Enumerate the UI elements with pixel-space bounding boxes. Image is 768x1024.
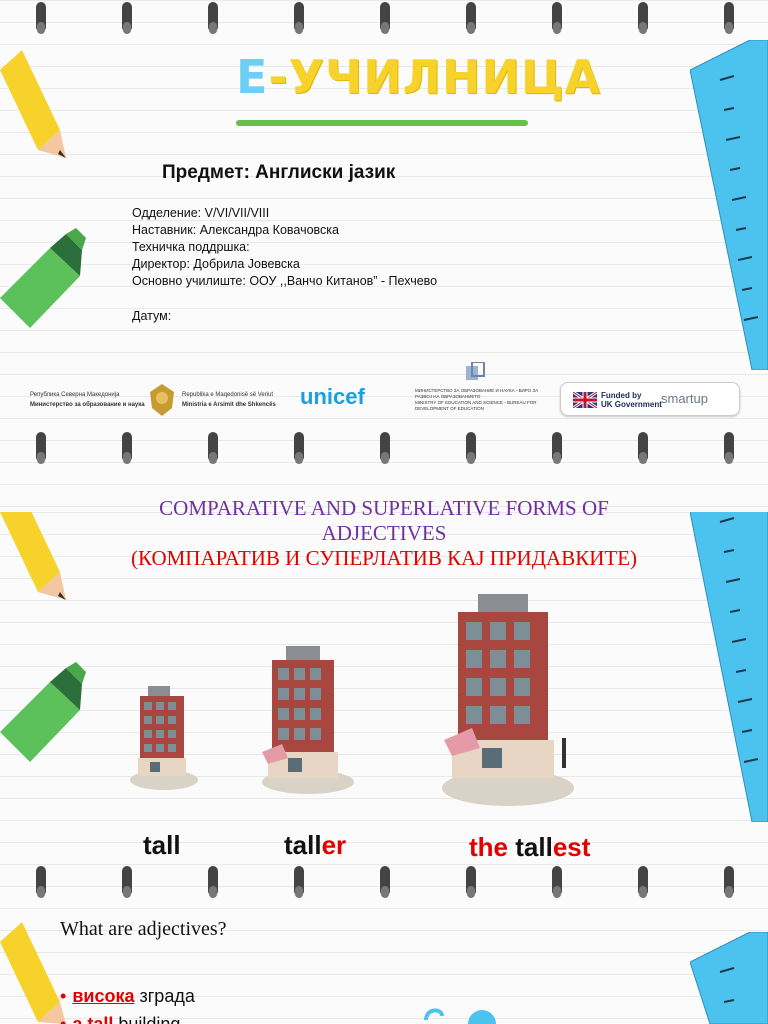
- word-taller-suffix: er: [321, 830, 347, 860]
- pencil-icon: [0, 922, 66, 1024]
- word-tallest-base: tall: [515, 832, 553, 862]
- bureau-text-en: MINISTRY OF EDUCATION AND SCIENCE - BURE…: [415, 400, 537, 411]
- notebook-ring-icon: [638, 866, 648, 898]
- notebook-rings-middle-2: [0, 866, 768, 906]
- notebook-ring-icon: [380, 432, 390, 464]
- notebook-ring-icon: [36, 2, 46, 34]
- uk-flag-icon: [573, 392, 597, 408]
- bullet-dot: •: [60, 1014, 67, 1024]
- lesson-title-mk: (КОМПАРАТИВ И СУПЕРЛАТИВ КАЈ ПРИДАВКИТЕ): [130, 546, 638, 570]
- notebook-ring-icon: [552, 432, 562, 464]
- bullet-dot: •: [60, 986, 67, 1006]
- notebook-ring-icon: [724, 866, 734, 898]
- info-teacher: Наставник: Александра Ковачовска: [132, 223, 339, 237]
- info-grade: Одделение: V/VI/VII/VIII: [132, 206, 270, 220]
- bullet-item-1: •висока зграда: [60, 986, 195, 1007]
- notebook-ring-icon: [294, 432, 304, 464]
- notebook-ring-icon: [294, 866, 304, 898]
- notebook-ring-icon: [36, 866, 46, 898]
- notebook-ring-icon: [294, 2, 304, 34]
- bullet-text: building: [118, 1014, 181, 1024]
- ministry-al-top: Republika e Maqedonisë së Veriut: [182, 392, 274, 398]
- ruler-icon: [690, 40, 768, 370]
- logo-text: -УЧИЛНИЦА: [268, 50, 602, 104]
- ruler-icon: [690, 932, 768, 1024]
- bullet-highlight: висока: [72, 986, 135, 1006]
- info-tech-support: Техничка поддршка:: [132, 240, 250, 254]
- notebook-ring-icon: [552, 866, 562, 898]
- info-school: Основно училиште: ООУ ,,Ванчо Китанов” -…: [132, 274, 438, 288]
- lesson-slide: [0, 512, 768, 1024]
- sponsor-logos: Република Северна Македонија Министерств…: [0, 362, 768, 430]
- word-taller: taller: [284, 830, 346, 861]
- pencil-icon: [0, 512, 66, 600]
- bullet-highlight: a tall: [72, 1014, 114, 1024]
- subject-heading: Предмет: Англиски јазик: [162, 162, 396, 183]
- notebook-ring-icon: [638, 432, 648, 464]
- question-text: What are adjectives?: [60, 918, 227, 940]
- cover-slide: E-УЧИЛНИЦА Предмет: Англиски јазик Оддел…: [0, 0, 768, 512]
- notebook-rings-middle-1: [0, 432, 768, 472]
- pencil-icon: [0, 50, 66, 158]
- ministry-mk-top: Република Северна Македонија: [30, 392, 120, 398]
- ruler-icon: [690, 512, 768, 822]
- coat-of-arms-icon: [150, 384, 174, 416]
- notebook-ring-icon: [466, 866, 476, 898]
- notebook-ring-icon: [724, 2, 734, 34]
- word-the-tallest: the tallest: [469, 832, 590, 863]
- smartup-logo: smartup: [661, 391, 708, 406]
- notebook-ring-icon: [466, 432, 476, 464]
- word-tallest-suffix: est: [552, 832, 591, 862]
- highlighter-icon: [0, 228, 86, 328]
- notebook-ring-icon: [122, 2, 132, 34]
- notebook-ring-icon: [36, 432, 46, 464]
- building-icon: [130, 686, 198, 790]
- notebook-ring-icon: [208, 432, 218, 464]
- highlighter-icon: [0, 662, 86, 762]
- notebook-ring-icon: [122, 866, 132, 898]
- bullet-item-2: • a tall building: [60, 1014, 180, 1024]
- info-date: Датум:: [132, 309, 172, 323]
- logo-underline: [236, 120, 528, 126]
- ministry-mk-name: Министерство за образование и наука: [30, 402, 145, 408]
- lesson-title-line1: COMPARATIVE AND SUPERLATIVE FORMS OF: [159, 496, 609, 520]
- ministry-al-name: Ministria e Arsimit dhe Shkencës: [182, 402, 276, 408]
- notebook-ring-icon: [208, 2, 218, 34]
- notebook-ring-icon: [208, 866, 218, 898]
- lesson-title: COMPARATIVE AND SUPERLATIVE FORMS OF ADJ…: [0, 496, 768, 546]
- bureau-logo-icon: [466, 362, 485, 380]
- word-tall: tall: [143, 830, 181, 860]
- word-the: the: [469, 832, 508, 862]
- unicef-logo: unicef: [300, 384, 365, 409]
- notebook-ring-icon: [724, 432, 734, 464]
- bullet-text: зграда: [139, 986, 195, 1006]
- building-icon: [442, 594, 574, 806]
- notebook-ring-icon: [122, 432, 132, 464]
- logo-letter: E: [236, 50, 269, 104]
- notebook-rings-top: [0, 0, 768, 40]
- notebook-ring-icon: [552, 2, 562, 34]
- question-mark-icon: [424, 1008, 496, 1024]
- notebook-ring-icon: [380, 2, 390, 34]
- notebook-ring-icon: [380, 866, 390, 898]
- notebook-ring-icon: [466, 2, 476, 34]
- word-taller-base: tall: [284, 830, 322, 860]
- notebook-ring-icon: [638, 2, 648, 34]
- e-uchilnica-logo: E-УЧИЛНИЦА: [236, 50, 601, 104]
- lesson-title-line2: ADJECTIVES: [321, 521, 447, 545]
- info-director: Директор: Добрила Јовевска: [132, 257, 300, 271]
- building-icon: [262, 646, 354, 794]
- bureau-text-mk: МИНИСТЕРСТВО ЗА ОБРАЗОВАНИЕ И НАУКА - БИ…: [415, 388, 539, 399]
